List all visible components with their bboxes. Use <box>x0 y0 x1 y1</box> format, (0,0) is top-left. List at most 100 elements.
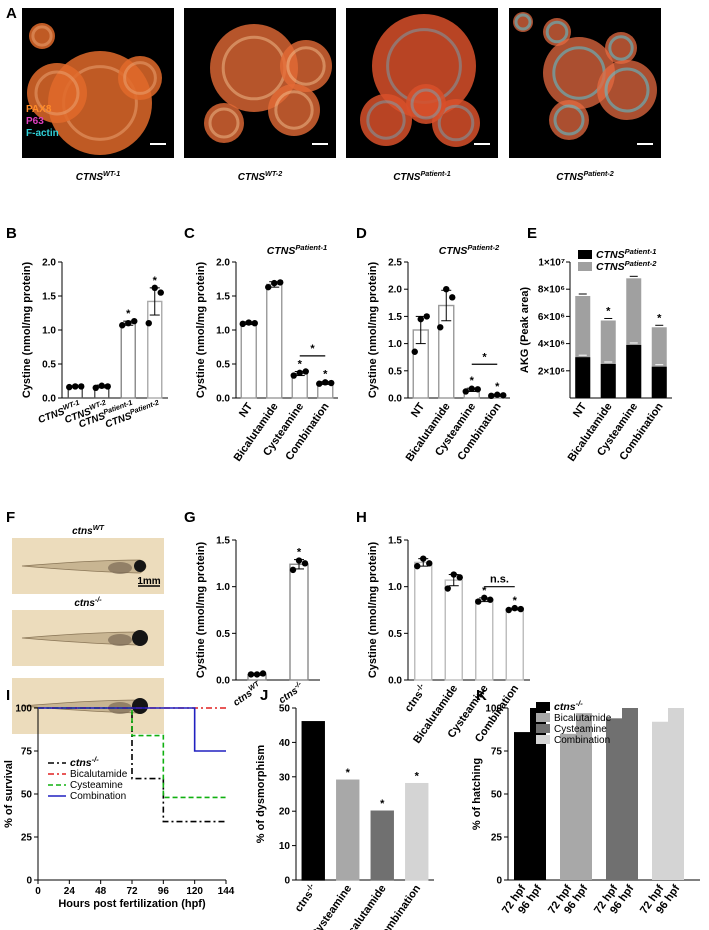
x-tick-label: 96 <box>158 886 170 897</box>
data-point <box>487 596 494 603</box>
legend-label: Combination <box>554 735 610 746</box>
data-point <box>157 289 164 296</box>
micrograph-1 <box>22 8 174 158</box>
panel-letter-c: C <box>184 225 195 242</box>
data-point <box>72 383 79 390</box>
y-tick-label: 1.0 <box>42 326 56 337</box>
data-point <box>328 379 335 387</box>
y-tick-label: 2×10⁶ <box>538 366 565 377</box>
organoid-ring <box>410 88 442 120</box>
y-tick-label: 1.0 <box>388 582 402 593</box>
data-point <box>104 383 111 390</box>
micrograph-tissue <box>204 24 332 143</box>
bar <box>576 713 592 880</box>
legend-label: ctns-/- <box>70 755 99 770</box>
significance-label: * <box>346 767 351 779</box>
y-tick-label: 4×10⁶ <box>538 339 565 350</box>
bar <box>444 579 463 681</box>
data-point <box>271 279 278 287</box>
data-point <box>301 560 309 567</box>
y-tick-label: 25 <box>21 833 33 844</box>
micrograph-caption: CTNSWT-2 <box>238 169 282 184</box>
organoid-ring <box>604 67 650 113</box>
y-tick-label: 50 <box>279 704 291 715</box>
y-axis-label: Cystine (nmol/mg protein) <box>195 262 207 399</box>
data-point <box>239 320 246 328</box>
data-point <box>517 605 524 613</box>
y-axis-label: AKG (Peak area) <box>519 287 531 374</box>
bar <box>336 779 360 881</box>
panel-letter-e: E <box>527 225 537 242</box>
stain-legend-f-actin: F-actin <box>26 128 59 139</box>
x-tick-label: 48 <box>95 886 107 897</box>
y-axis-label: % of survival <box>3 760 15 828</box>
y-tick-label: 10 <box>279 841 291 852</box>
bar <box>370 810 394 881</box>
significance-label: * <box>470 375 475 387</box>
y-tick-label: 0 <box>284 876 290 887</box>
category-label: ctnsWT <box>229 678 264 708</box>
chart-title: CTNSPatient-2 <box>439 243 500 258</box>
bar <box>147 300 163 399</box>
stain-legend-p63: P63 <box>26 116 44 127</box>
y-tick-label: 0 <box>496 876 502 887</box>
y-tick-label: 20 <box>279 807 291 818</box>
data-point <box>411 348 418 355</box>
legend-label: CTNSPatient-1 <box>596 247 656 262</box>
data-point <box>474 386 481 393</box>
organoid-ring <box>545 20 569 44</box>
y-tick-label: 2.0 <box>216 258 230 269</box>
y-tick-label: 50 <box>491 790 503 801</box>
y-tick-label: 100 <box>15 704 32 715</box>
x-tick-label: 72 <box>126 886 138 897</box>
y-tick-label: 75 <box>491 747 503 758</box>
bar <box>652 721 668 880</box>
micrograph-2 <box>184 8 336 158</box>
data-point <box>151 284 158 292</box>
legend-label: CTNSPatient-2 <box>596 259 657 274</box>
data-point <box>66 383 73 391</box>
legend-swatch <box>536 713 550 722</box>
organoid-ring <box>208 107 240 139</box>
data-point <box>500 392 507 399</box>
y-tick-label: 1.5 <box>216 292 230 303</box>
larva-yolk <box>108 634 132 646</box>
legend-label: Cysteamine <box>70 780 123 791</box>
bar <box>405 782 429 881</box>
micrograph-3 <box>346 8 498 158</box>
y-tick-label: 1.0 <box>216 582 230 593</box>
micrograph-4 <box>509 8 661 158</box>
bar <box>514 732 530 880</box>
x-axis-label: Hours post fertilization (hpf) <box>58 898 206 910</box>
data-point <box>245 319 252 326</box>
category-label: ctns-/- <box>275 678 306 706</box>
micrograph-caption: CTNSWT-1 <box>76 169 120 184</box>
y-tick-label: 2.0 <box>42 258 56 269</box>
x-tick-label: 144 <box>218 886 235 897</box>
panel-letter-i: I <box>6 687 10 704</box>
organoid-blob <box>360 94 412 146</box>
category-label: NT <box>571 401 589 420</box>
legend-swatch <box>578 262 592 271</box>
bar <box>560 733 576 880</box>
significance-label: * <box>657 312 662 324</box>
x-tick-label: 24 <box>64 886 76 897</box>
significance-label: * <box>513 595 518 607</box>
data-point <box>420 555 427 562</box>
y-tick-label: 0.5 <box>216 360 230 371</box>
data-point <box>277 279 284 286</box>
organoid-ring <box>608 35 634 61</box>
y-tick-label: 8×10⁶ <box>538 285 565 296</box>
bracket-label: n.s. <box>490 574 509 586</box>
bar-segment-patient-1 <box>600 364 616 398</box>
data-point <box>449 294 456 301</box>
bar <box>120 322 136 399</box>
y-axis-label: % of dysmorphism <box>255 745 267 844</box>
organoid-ring <box>31 25 53 47</box>
